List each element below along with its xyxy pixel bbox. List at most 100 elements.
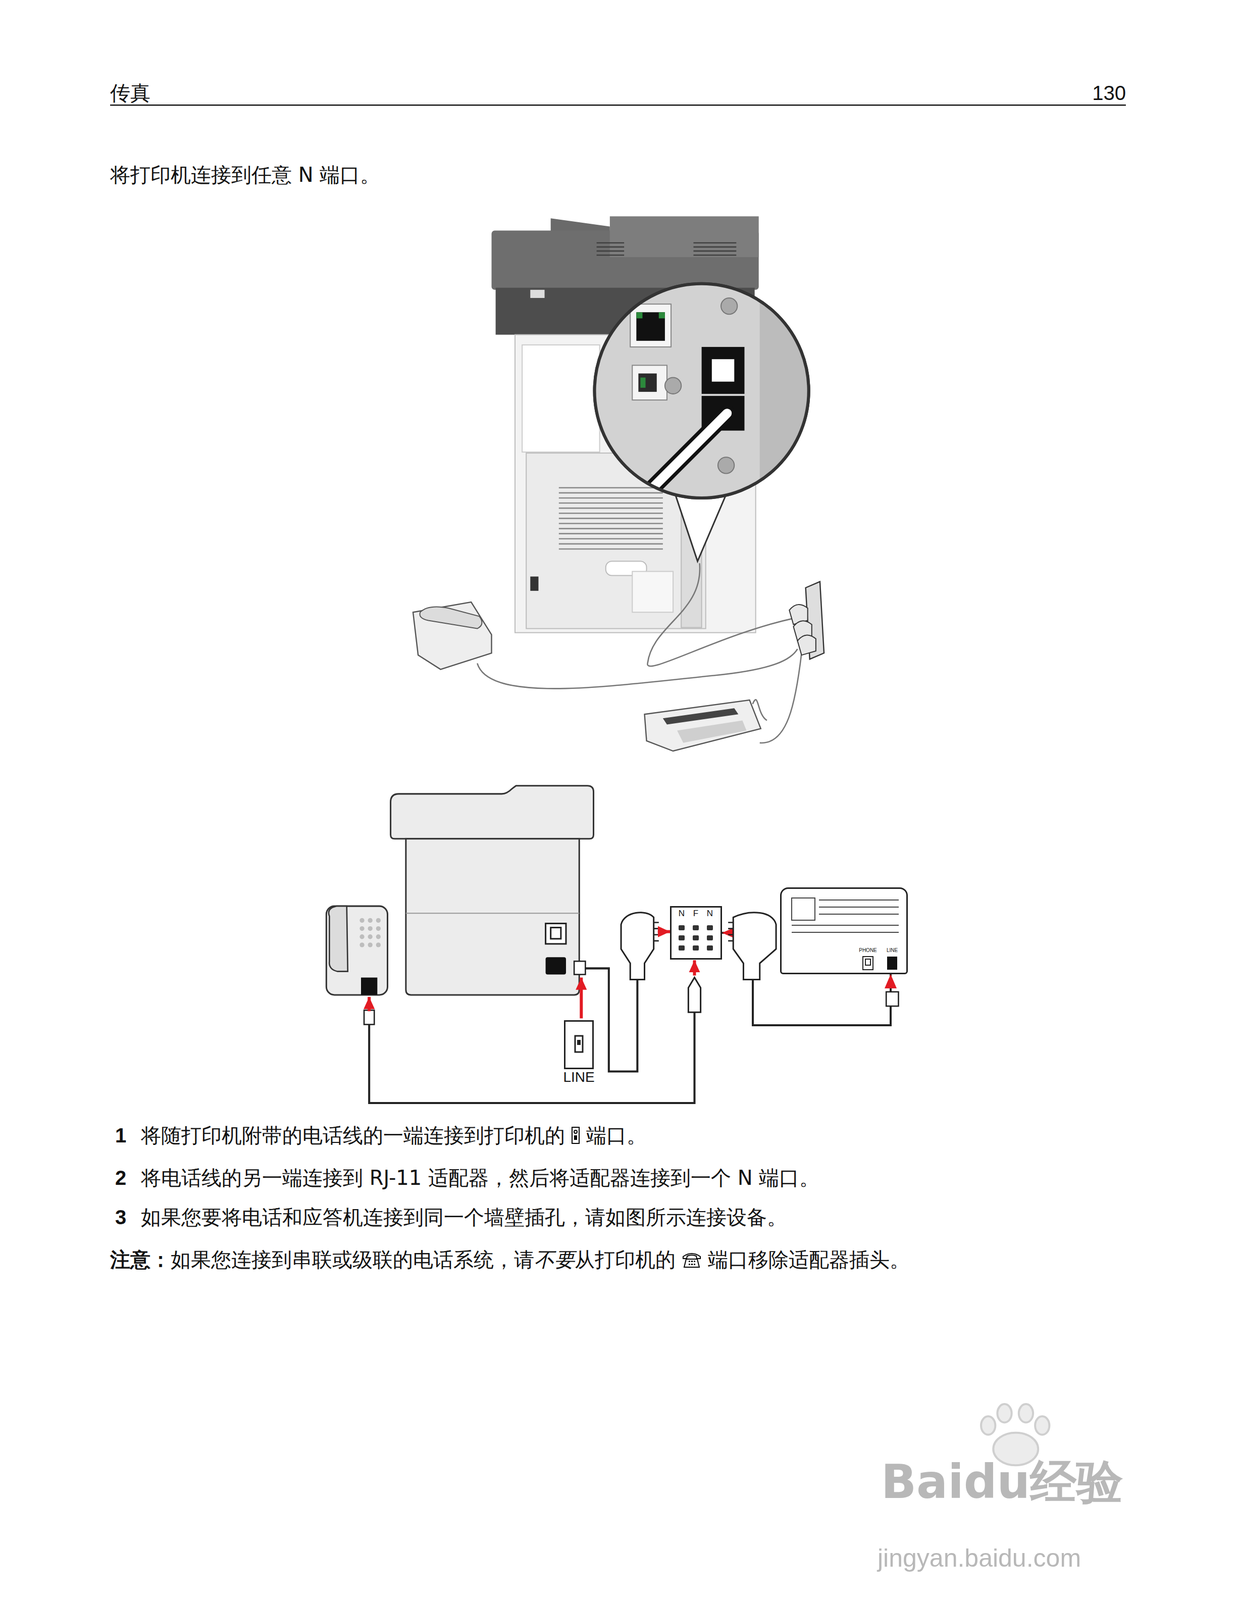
jack-slot: [575, 1035, 583, 1052]
watermark-paw: [1035, 1415, 1050, 1434]
adapter-plugs: [728, 921, 734, 941]
red-arrows: [369, 931, 695, 1019]
magnifier-callout: [636, 312, 643, 319]
telephone-schematic: [368, 934, 373, 939]
adapter-plugs: [688, 977, 701, 1013]
port-letter: F: [693, 908, 699, 919]
telephone-schematic: [364, 1009, 375, 1024]
magnifier-callout: [759, 283, 811, 498]
red-arrows: [692, 959, 696, 975]
telephone-schematic: [368, 917, 373, 923]
splitter-jacks: [706, 924, 713, 931]
magnifier-callout: [594, 283, 811, 498]
port-label: LINE: [886, 947, 898, 953]
telephone-schematic: [359, 934, 365, 939]
printer-schematic: [545, 956, 566, 974]
red-arrows: [367, 996, 371, 1011]
printer-schematic: [405, 838, 580, 995]
splitter-jacks: [706, 945, 713, 951]
page-number: 130: [1092, 80, 1126, 106]
wall-splitter-photo: [789, 581, 824, 660]
jack-slot: [565, 1021, 593, 1068]
port-port-icon: [574, 1135, 578, 1140]
watermark-url: jingyan.baidu.com: [877, 1542, 1081, 1573]
telephone-schematic: [376, 942, 381, 947]
telephone-photo: [413, 601, 492, 669]
telephone-schematic: [376, 917, 381, 923]
splitter-jacks: [678, 945, 685, 951]
telephone-schematic: [326, 905, 388, 1024]
port-label: PHONE: [858, 947, 878, 953]
printer-photo: [558, 487, 663, 549]
splitter-jacks: [678, 924, 685, 931]
speaker-grille: [865, 958, 871, 965]
magnifier-callout: [640, 377, 646, 388]
splitter-jacks: [692, 924, 699, 931]
phone-port-icon: [691, 1263, 693, 1265]
phone-port-icon: [693, 1260, 696, 1262]
step-text: 端口。: [586, 1122, 647, 1148]
header-title: 传真: [110, 80, 151, 106]
printer-photo: [632, 571, 674, 612]
answering-machine-photo: [662, 707, 739, 725]
phone-port-icon: [691, 1260, 693, 1262]
speaker-grille: [862, 956, 873, 970]
wall-jack: LINE: [563, 1019, 594, 1069]
step-text: 不要: [534, 1247, 575, 1272]
magnifier-callout: [717, 456, 735, 474]
port-letter: N: [706, 908, 713, 919]
magnifier-callout: [594, 283, 809, 498]
magnifier-callout: [638, 373, 657, 392]
telephone-photo: [419, 606, 482, 629]
printer-photo: [530, 289, 545, 298]
wall-splitter-photo: [797, 635, 816, 656]
step-text: 将电话线的另一端连接到 RJ-11 适配器，然后将适配器连接到一个 N 端口。: [140, 1165, 820, 1190]
port-letter: N: [678, 908, 685, 919]
instruction-text: 将打印机连接到任意 N 端口。: [110, 162, 381, 187]
magnifier-callout: [721, 297, 738, 315]
jack-slot: [577, 1039, 581, 1045]
answering-machine: PHONE LINE: [780, 887, 908, 974]
phone-cable-top: [477, 648, 798, 689]
step-text: 从打印机的: [574, 1247, 676, 1272]
port-label: LINE: [562, 1069, 595, 1086]
adapter-plugs: [621, 912, 654, 980]
magnifier-callout: [636, 312, 665, 341]
telephone-schematic: [361, 977, 378, 995]
magnifier-callout: [630, 303, 672, 347]
magnifier-callout: [701, 346, 745, 394]
telephone-schematic: [359, 942, 365, 947]
phone-port-icon: [683, 1253, 701, 1259]
text-line: 2将电话线的另一端连接到 RJ-11 适配器，然后将适配器连接到一个 N 端口。: [115, 1165, 820, 1190]
watermark-paw: [1018, 1403, 1034, 1422]
magnifier-callout: [632, 365, 667, 400]
splitter-jacks: [706, 935, 713, 941]
telephone-schematic: [359, 917, 381, 948]
step-text: 如果您要将电话和应答机连接到同一个墙壁插孔，请如图所示连接设备。: [140, 1204, 788, 1229]
printer-photo: [530, 576, 539, 591]
watermark-paw: [997, 1403, 1012, 1422]
phone-port-icon: [688, 1263, 691, 1265]
phone-wire: [369, 967, 695, 1103]
port-port-icon: [571, 1125, 581, 1145]
step-number: 1: [115, 1122, 141, 1148]
port-port-icon: [574, 1129, 578, 1133]
telephone-schematic: [376, 934, 381, 939]
header-rule: [110, 104, 1126, 106]
phone-port-icon: [693, 1263, 696, 1265]
splitter-jacks: [678, 935, 685, 941]
telephone-schematic: [359, 917, 365, 923]
red-arrows: [657, 930, 671, 934]
telephone-schematic: [368, 942, 373, 947]
telephone-schematic: [368, 925, 373, 931]
answering-machine-photo: [644, 699, 761, 751]
printer-photo: [596, 242, 737, 255]
step-text: 将随打印机附带的电话线的一端连接到打印机的: [140, 1122, 565, 1148]
magnifier-callout: [664, 377, 682, 394]
text-line: 注意：如果您连接到串联或级联的电话系统，请不要从打印机的端口移除适配器插头。: [110, 1247, 910, 1272]
telephone-schematic: [328, 905, 348, 971]
telephone-schematic: [326, 905, 388, 995]
adapter-plugs: [733, 912, 777, 980]
step-number: 3: [115, 1204, 141, 1229]
magnifier-callout: [652, 413, 728, 488]
